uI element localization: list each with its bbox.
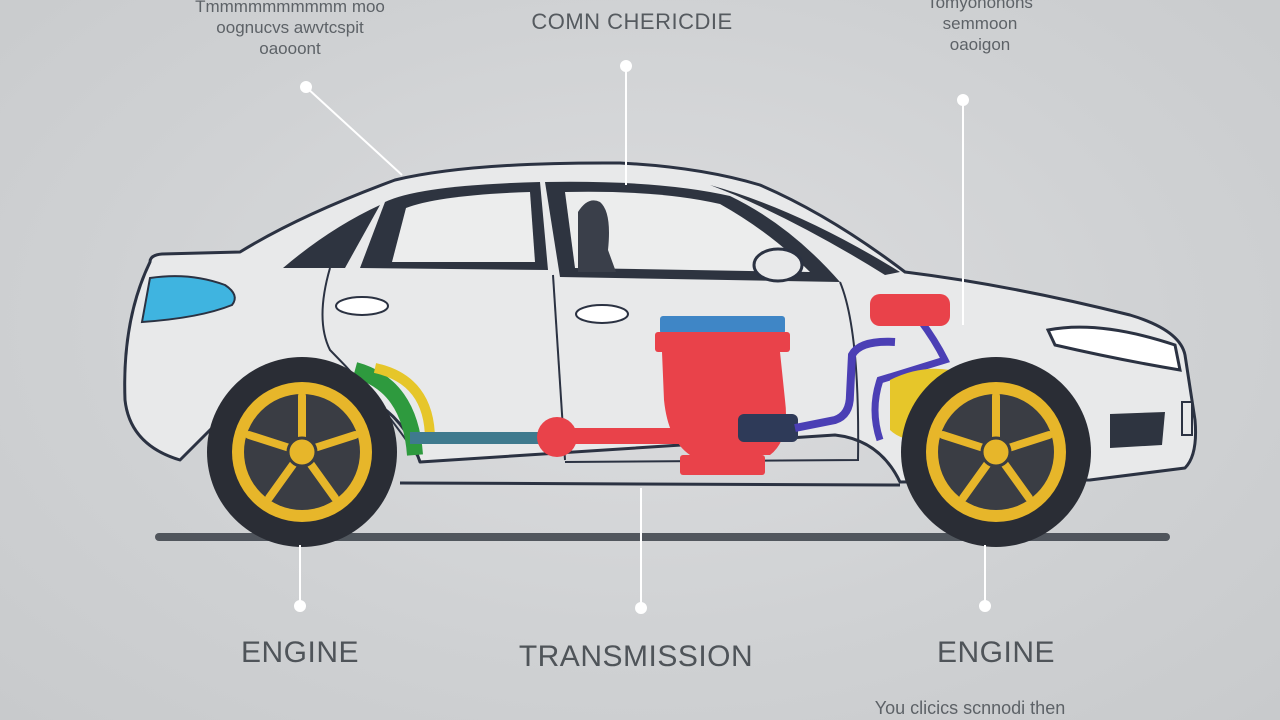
top-right-label-line-3: oaoigon [949,35,1011,54]
top-left-label-line-1: Tmmmmmmmmmm moo [195,0,385,16]
ground-shadow [155,533,1170,541]
engine-block-icon [655,316,798,475]
top-left-label: Tmmmmmmmmmm moo oognucvs awvtcspit oaooo… [180,0,400,59]
leader-top-left [305,86,403,176]
rear-quarter-window [283,205,380,268]
driver-silhouette [578,200,616,272]
front-wheel-icon [901,357,1091,547]
top-left-label-line-2: oognucvs awvtcspit [216,18,364,37]
rear-door-handle [335,296,389,316]
front-grille [1110,412,1165,448]
windshield [710,185,900,275]
front-door-glass [565,191,810,272]
door-line-rear [321,267,421,461]
footer-text: You clicics scnnodi then [874,698,1066,718]
top-right-label-line-1: Tomyononons [927,0,1033,12]
purple-hose [794,337,896,432]
bottom-label-transmission: TRANSMISSION [518,640,754,673]
side-mirror [752,247,804,283]
front-door-handle [575,304,629,324]
top-right-label-line-2: semmoon [942,14,1018,33]
rear-wheel-icon [207,357,397,547]
top-left-label-line-3: oaooont [259,39,321,58]
purple-hose-2 [871,317,950,442]
driveshaft-red [560,428,680,444]
sill-line [399,481,901,487]
rear-door-glass [392,192,535,262]
rear-axle-yellow [373,363,435,441]
taillight-icon [140,275,236,324]
red-reservoir [870,294,950,326]
top-right-label: Tomyononons semmoon oaoigon [880,0,1080,55]
diagram-title: COMN CHERICDIE [531,9,733,34]
driveshaft [410,432,545,444]
bottom-label-engine-right: ENGINE [936,636,1056,669]
bottom-label-engine-left: ENGINE [240,636,360,669]
front-bumper-vent [1181,401,1193,436]
driveshaft-joint [537,417,577,457]
headlight-icon [1045,325,1182,372]
